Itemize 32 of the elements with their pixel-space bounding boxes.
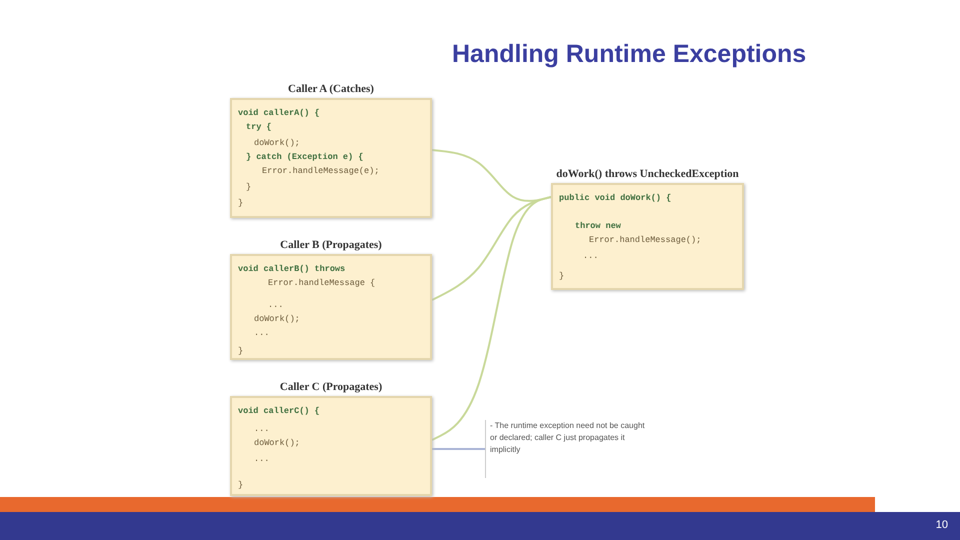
caller-heading: Caller C (Propagates) <box>278 381 384 393</box>
code-line: } <box>246 182 252 192</box>
code-line: ... <box>254 454 270 464</box>
code-line: } <box>238 480 244 490</box>
code-line: ... <box>254 328 270 338</box>
code-line: ... <box>583 251 598 261</box>
leader-line <box>432 448 485 450</box>
caller-heading: Caller B (Propagates) <box>279 239 383 251</box>
code-line: public void doWork() { <box>559 193 672 203</box>
code-line: try { <box>246 122 272 132</box>
code-line: Error.handleMessage(); <box>589 235 702 245</box>
code-line: } <box>238 346 244 356</box>
connector-line <box>432 196 552 441</box>
code-line: void callerB() throws <box>238 264 346 274</box>
code-line: doWork(); <box>254 438 300 448</box>
code-line: } <box>559 271 564 281</box>
code-line: ... <box>254 424 270 434</box>
code-line: Error.handleMessage(e); <box>262 166 380 176</box>
code-line: void callerC() { <box>238 406 320 416</box>
slide-title: Handling Runtime Exceptions <box>452 40 806 69</box>
code-line: doWork(); <box>254 314 300 324</box>
code-line: void callerA() { <box>238 108 320 118</box>
page-number: 10 <box>936 519 948 531</box>
code-line: } <box>238 198 244 208</box>
code-line: doWork(); <box>254 138 300 148</box>
code-line: Error.handleMessage { <box>268 278 376 288</box>
caller-heading: Caller A (Catches) <box>287 83 375 95</box>
caller-heading: doWork() throws UncheckedException <box>555 168 740 180</box>
code-line: } catch (Exception e) { <box>246 152 364 162</box>
note-text: - The runtime exception need not be caught or declared; caller C just propagates it implicitly <box>485 420 645 478</box>
code-line: throw new <box>575 221 621 231</box>
code-line: ... <box>268 300 284 310</box>
